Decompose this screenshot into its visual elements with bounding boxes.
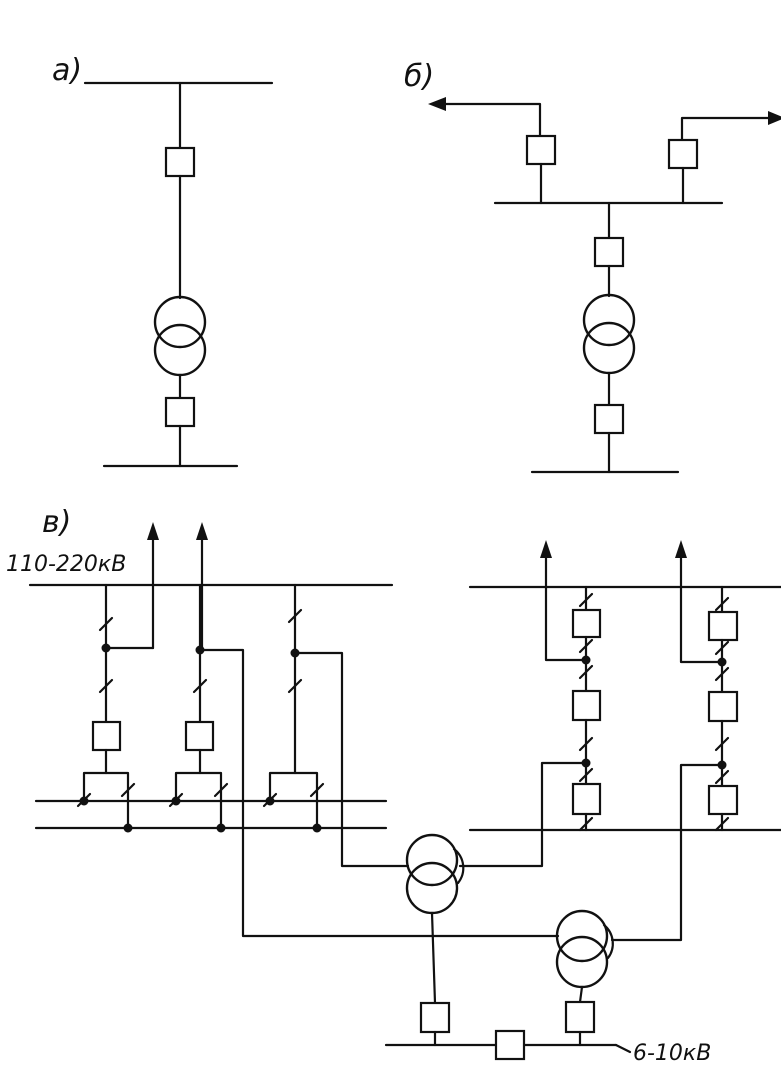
- diagram-c: в) 110-220кВ: [6, 505, 781, 1066]
- circuit-breaker-a-lower: [164, 396, 196, 428]
- disconnector: [287, 678, 303, 694]
- circuit-breaker-b-feeder-left: [525, 134, 557, 166]
- wire: [680, 116, 771, 142]
- disconnector: [578, 767, 594, 783]
- circuit-breaker-b-lower: [593, 403, 625, 435]
- transformer-1-winding-1: [405, 833, 459, 887]
- transformer-a-winding-1: [153, 295, 207, 349]
- wire: [679, 554, 724, 664]
- arrow-mv-feeder-1: [540, 540, 552, 558]
- disconnector: [98, 678, 114, 694]
- label-c: в): [42, 505, 71, 540]
- label-low-voltage: 6-10кВ: [633, 1041, 711, 1066]
- junction: [717, 657, 727, 667]
- circuit-breaker-b-feeder-right: [667, 138, 699, 170]
- disconnector: [714, 816, 730, 832]
- disconnector: [309, 782, 325, 798]
- circuit-breaker-mv-1a: [571, 608, 602, 639]
- label-high-voltage: 110-220кВ: [6, 552, 126, 577]
- wire-from-transformer-1: [458, 761, 588, 868]
- junction: [581, 655, 591, 665]
- disconnector: [578, 638, 594, 654]
- disconnector: [192, 678, 208, 694]
- arrow-hv-feeder-2: [196, 522, 208, 540]
- wire: [442, 102, 542, 138]
- sectional-circuit-breaker: [494, 1029, 526, 1061]
- wire: [578, 985, 584, 1004]
- transformer-a-winding-2: [153, 323, 207, 377]
- disconnector: [287, 608, 303, 624]
- diagram-b: б): [404, 59, 781, 474]
- disconnector: [714, 640, 730, 656]
- transformer-b-winding-2: [582, 321, 636, 375]
- circuit-breaker-mv-1b: [571, 689, 602, 722]
- disconnector: [714, 736, 730, 752]
- wire-to-transformer-2: [198, 648, 560, 938]
- arrow-hv-feeder-1: [147, 522, 159, 540]
- arrow-mv-feeder-2: [675, 540, 687, 558]
- disconnector: [578, 664, 594, 680]
- circuit-breaker-mv-1c: [571, 782, 602, 816]
- wire-to-transformer-1: [293, 651, 410, 868]
- label-b: б): [404, 59, 434, 94]
- disconnector: [714, 596, 730, 612]
- disconnector: [98, 616, 114, 632]
- transformer-2-winding-3: [602, 923, 614, 960]
- disconnector: [714, 769, 730, 785]
- disconnector: [714, 666, 730, 682]
- transformer-b-winding-1: [582, 293, 636, 347]
- arrow-right-feeder: [768, 111, 781, 125]
- circuit-breaker-bay-2: [184, 720, 215, 752]
- circuit-breaker-bay-1: [91, 720, 122, 752]
- disconnector: [578, 592, 594, 608]
- wire: [544, 554, 588, 662]
- transformer-1-winding-3: [452, 847, 465, 885]
- circuit-breaker-mv-2c: [707, 784, 739, 816]
- label-leader: [614, 1043, 632, 1054]
- disconnector: [120, 782, 136, 798]
- transformer-2-winding-1: [555, 909, 609, 963]
- junction: [101, 643, 111, 653]
- circuit-breaker-mv-2a: [707, 610, 739, 642]
- wire-from-transformer-2: [610, 763, 724, 942]
- disconnector: [578, 736, 594, 752]
- disconnector: [578, 816, 594, 832]
- circuit-breaker-b-upper: [593, 236, 625, 268]
- circuit-breaker-lv-2: [564, 1000, 596, 1034]
- circuit-breaker-a-upper: [164, 146, 196, 178]
- circuit-breaker-mv-2b: [707, 690, 739, 723]
- circuit-breaker-lv-1: [419, 1001, 451, 1034]
- disconnector: [213, 782, 229, 798]
- label-a: a): [52, 53, 82, 88]
- transformer-1-winding-2: [405, 861, 459, 915]
- diagram-a: a): [52, 53, 274, 468]
- wire: [430, 911, 437, 1005]
- arrow-left-feeder: [428, 97, 446, 111]
